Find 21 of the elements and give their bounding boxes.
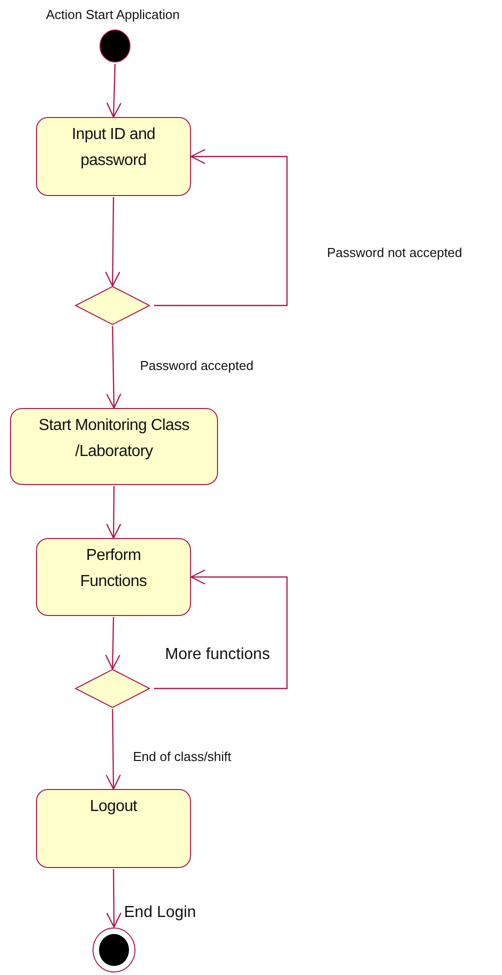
- activity-box: [36, 117, 191, 196]
- activity-box: [10, 408, 218, 485]
- arrow: [154, 148, 288, 306]
- arrow: [106, 709, 121, 790]
- node-caption: Action Start Application: [46, 7, 180, 23]
- arrow: [106, 64, 122, 118]
- arrow: [106, 486, 122, 539]
- arrow: [154, 569, 288, 690]
- arrow: [106, 326, 122, 409]
- activity-label: Start Monitoring Class /Laboratory: [38, 416, 190, 462]
- edge-label: Password not accepted: [327, 245, 462, 261]
- edge-label: Password accepted: [140, 358, 254, 374]
- activity-box: [36, 538, 191, 616]
- arrow: [106, 869, 122, 928]
- activity-label: Input ID and password: [70, 125, 156, 171]
- activity-label: Perform Functions: [79, 546, 148, 592]
- node-caption: End Login: [124, 903, 196, 922]
- activity-label: Logout: [90, 797, 138, 817]
- arrow: [105, 197, 120, 287]
- arrow: [105, 616, 120, 670]
- activity-box: [36, 789, 191, 868]
